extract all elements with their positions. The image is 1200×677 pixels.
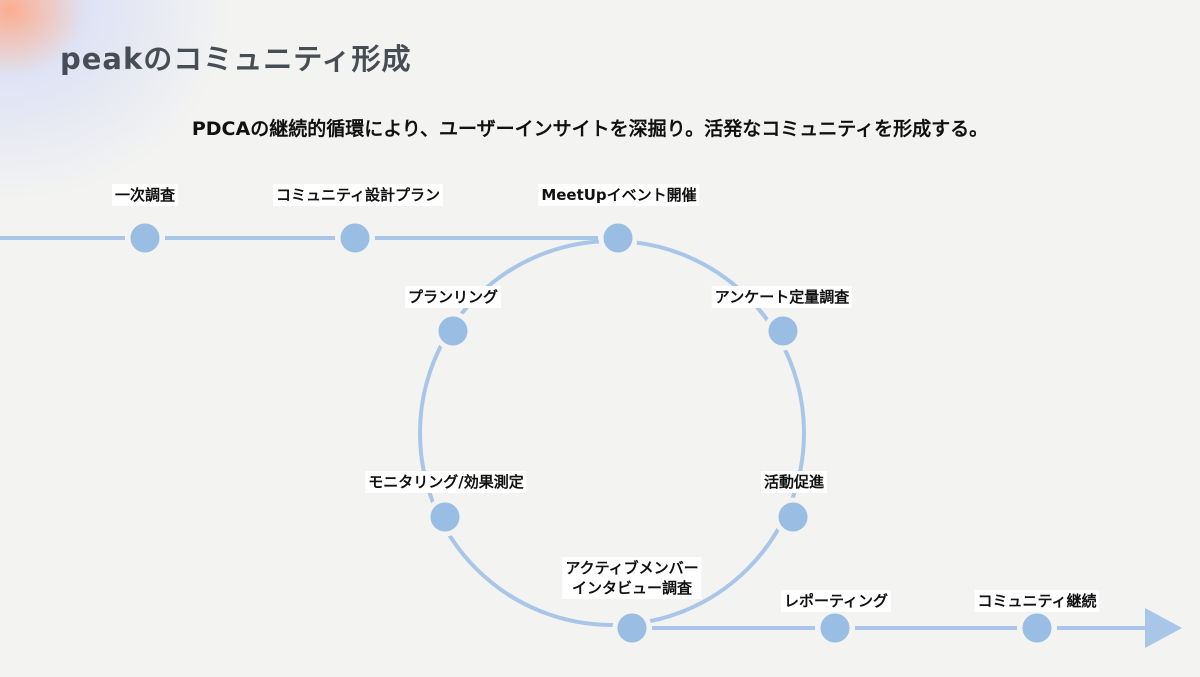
node [125,218,165,258]
node [433,311,473,351]
node [598,218,638,258]
node [425,497,465,537]
decorative-gradient [0,0,240,200]
step-label: 活動促進 [760,471,828,493]
node [1017,608,1057,648]
arrow-head-icon [1145,608,1182,648]
step-label: MeetUpイベント開催 [538,184,700,206]
step-label: 一次調査 [111,184,179,206]
node [815,608,855,648]
step-label: コミュニティ継続 [974,590,1100,612]
node [335,218,375,258]
step-label: アンケート定量調査 [711,286,853,308]
step-label: コミュニティ設計プラン [272,184,444,206]
node [612,608,652,648]
node [763,311,803,351]
node [773,497,813,537]
subtitle: PDCAの継続的循環により、ユーザーインサイトを深掘り。活発なコミュニティを形成… [191,118,989,140]
page-title: peakのコミュニティ形成 [60,42,412,76]
step-label: プランリング [404,286,502,308]
step-label: モニタリング/効果測定 [365,471,527,493]
step-label: レポーティング [780,590,892,612]
step-label: アクティブメンバー インタビュー調査 [562,557,702,599]
